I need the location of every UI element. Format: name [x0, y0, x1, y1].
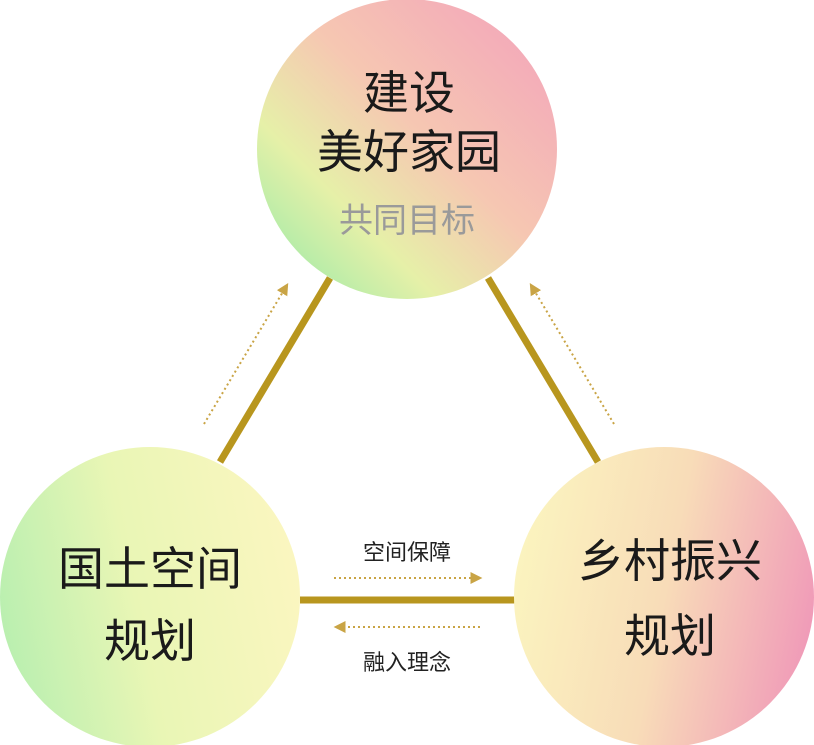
connector-left-top	[216, 276, 334, 464]
node-top: 建设 美好家园 共同目标	[257, 0, 557, 299]
node-right: 乡村振兴 规划	[514, 447, 814, 745]
node-left-circle	[0, 447, 300, 745]
node-left: 国土空间 规划	[0, 447, 300, 745]
node-left-line2: 规划	[104, 614, 196, 668]
node-top-subtitle: 共同目标	[339, 201, 475, 241]
edge-label-to-right: 空间保障	[363, 541, 451, 566]
arrow-right-to-top	[529, 282, 615, 425]
arrow-left-to-top	[203, 282, 289, 425]
edge-label-to-left: 融入理念	[363, 651, 451, 676]
node-right-circle	[514, 447, 814, 745]
node-right-line2: 规划	[624, 609, 716, 663]
connector-right-top	[484, 276, 602, 464]
node-left-line1: 国土空间	[58, 542, 242, 596]
node-top-line2: 美好家园	[317, 125, 501, 179]
node-top-circle	[257, 0, 557, 299]
node-right-line1: 乡村振兴	[578, 534, 762, 588]
node-top-line1: 建设	[363, 66, 455, 120]
